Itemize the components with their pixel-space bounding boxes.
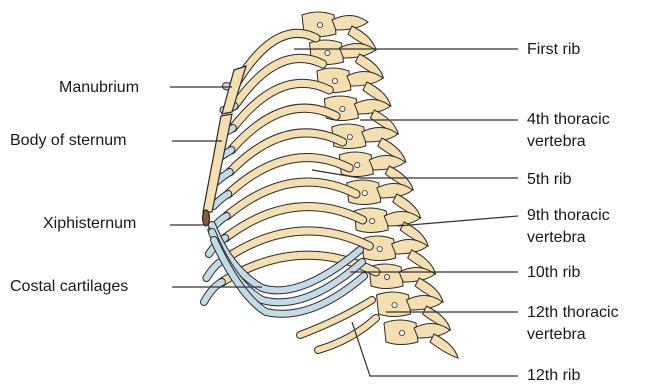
spinous-process — [430, 334, 458, 358]
label-12th-thoracic-vertebra-line2: vertebra — [527, 325, 586, 345]
costovertebral-joint — [399, 330, 404, 335]
costovertebral-joint — [340, 106, 345, 111]
label-body-of-sternum: Body of sternum — [10, 131, 127, 151]
costovertebral-joint — [317, 22, 322, 27]
label-4th-thoracic-vertebra-line1: 4th thoracic — [527, 110, 610, 130]
label-9th-thoracic-vertebra-line2: vertebra — [527, 228, 586, 248]
costovertebral-joint — [392, 302, 397, 307]
vertebral-process — [332, 15, 368, 30]
costovertebral-joint — [355, 162, 360, 167]
label-12th-thoracic-vertebra-line1: 12th thoracic — [527, 303, 619, 323]
costal-cartilage-6 — [214, 194, 228, 206]
costovertebral-joint — [384, 274, 389, 279]
costovertebral-joint — [362, 190, 367, 195]
costovertebral-joint — [377, 246, 382, 251]
label-first-rib: First rib — [527, 40, 580, 60]
label-4th-thoracic-vertebra-line2: vertebra — [527, 132, 586, 152]
label-manubrium: Manubrium — [59, 78, 139, 98]
label-10th-rib: 10th rib — [527, 263, 580, 283]
label-12th-rib: 12th rib — [527, 366, 580, 386]
label-5th-rib: 5th rib — [527, 170, 571, 190]
label-xiphisternum: Xiphisternum — [43, 214, 136, 234]
costovertebral-joint — [370, 218, 375, 223]
costovertebral-joint — [325, 50, 330, 55]
costal-cartilage-10 — [204, 282, 222, 302]
costovertebral-joint — [347, 134, 352, 139]
costovertebral-joint — [332, 78, 337, 83]
label-9th-thoracic-vertebra-line1: 9th thoracic — [527, 206, 610, 226]
label-costal-cartilages: Costal cartilages — [10, 277, 128, 297]
xiphisternum-shape — [203, 210, 210, 226]
